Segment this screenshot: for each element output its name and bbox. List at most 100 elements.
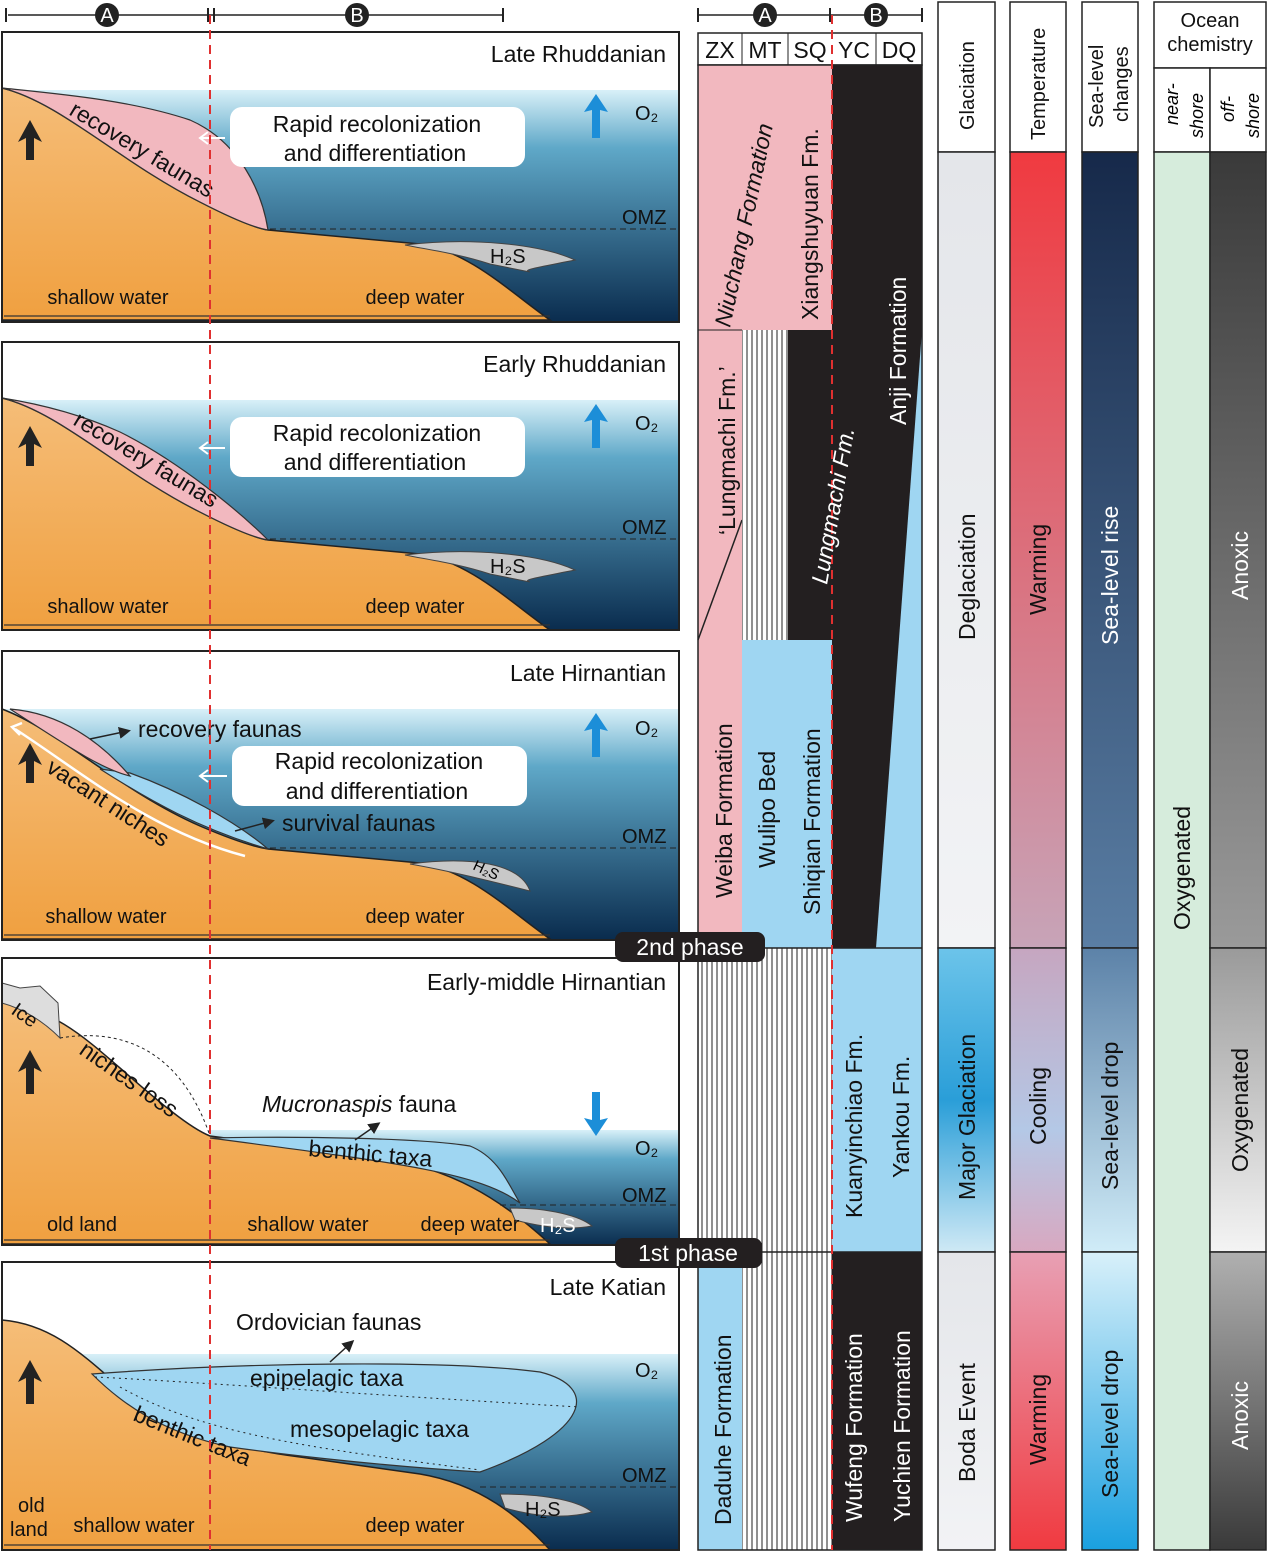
shallow-water-label: shallow water xyxy=(73,1515,195,1537)
ocean-header-2: chemistry xyxy=(1167,34,1253,56)
mucronaspis-suffix: fauna xyxy=(392,1091,456,1117)
uplift-arrow-icon xyxy=(18,743,42,783)
panel-title: Late Katian xyxy=(550,1274,666,1300)
ocean-header-1: Ocean xyxy=(1181,10,1240,32)
warming-upper-label: Warming xyxy=(1025,524,1051,615)
phase-1-badge: 1st phase xyxy=(615,1238,762,1268)
yuchien-formation: Yuchien Formation xyxy=(889,1330,915,1522)
cooling-label: Cooling xyxy=(1025,1067,1051,1145)
land-label: land xyxy=(10,1519,48,1541)
sea-level-header-1: Sea-level xyxy=(1086,45,1108,128)
sea-level-column: Sea-level changes Sea-level rise Sea-lev… xyxy=(1081,1,1139,1551)
callout-line-1: Rapid recolonization xyxy=(273,111,481,137)
callout-line-2: and differentiation xyxy=(284,449,466,475)
panel-title: Early-middle Hirnantian xyxy=(427,969,666,995)
shallow-water-label: shallow water xyxy=(47,287,169,309)
deep-water-label: deep water xyxy=(366,906,465,928)
glaciation-column: Glaciation Deglaciation Major Glaciation… xyxy=(937,1,996,1551)
panel-late-rhuddanian: OMZ O₂ Late Rhuddanian Rapid recolonizat… xyxy=(1,31,680,323)
survival-faunas-label: survival faunas xyxy=(282,810,435,836)
shiqian-formation: Shiqian Formation xyxy=(799,728,825,915)
mucronaspis-genus: Mucronaspis xyxy=(262,1091,393,1117)
o2-label: O₂ xyxy=(635,413,658,435)
omz-label: OMZ xyxy=(622,1465,666,1487)
phase-2-label: 2nd phase xyxy=(636,934,743,960)
deep-water-label: deep water xyxy=(366,596,465,618)
ordovician-faunas-label: Ordovician faunas xyxy=(236,1309,421,1335)
off-shore-header-1: off- xyxy=(1218,96,1238,122)
major-glaciation-label: Major Glaciation xyxy=(954,1034,980,1200)
uplift-arrow-icon xyxy=(18,426,42,466)
omz-label: OMZ xyxy=(622,1185,666,1207)
shallow-water-label: shallow water xyxy=(47,596,169,618)
callout-line-1: Rapid recolonization xyxy=(273,420,481,446)
stratigraphic-column: A B ZX MT SQ YC DQ Niuchang Formation Xi… xyxy=(697,3,923,1551)
header-dq: DQ xyxy=(882,37,917,63)
panel-early-middle-hirnantian: OMZ O₂ Early-middle Hirnantian Ice niche… xyxy=(1,957,680,1246)
strat-scale-a: A xyxy=(758,5,772,27)
header-yc: YC xyxy=(838,37,870,63)
o2-label: O₂ xyxy=(635,718,658,740)
old-land-label: old land xyxy=(47,1214,117,1236)
daduhe-formation: Daduhe Formation xyxy=(710,1335,736,1526)
temperature-column: Temperature Warming Cooling Warming xyxy=(1009,1,1067,1551)
boda-event-label: Boda Event xyxy=(954,1362,980,1482)
scale-b-label: B xyxy=(350,5,363,27)
wulipo-bed: Wulipo Bed xyxy=(754,751,780,868)
deep-water-label: deep water xyxy=(366,287,465,309)
callout-line-1: Rapid recolonization xyxy=(275,748,483,774)
panel-title: Late Rhuddanian xyxy=(491,41,666,67)
h2s-label: H₂S xyxy=(490,246,526,268)
shallow-water-label: shallow water xyxy=(247,1214,369,1236)
panel-title: Early Rhuddanian xyxy=(483,351,666,377)
panel-late-hirnantian: OMZ O₂ Late Hirnantian recovery faunas R… xyxy=(1,650,680,941)
o2-label: O₂ xyxy=(635,1360,658,1382)
epipelagic-taxa-label: epipelagic taxa xyxy=(250,1365,404,1391)
omz-label: OMZ xyxy=(622,826,666,848)
left-arrow-icon xyxy=(198,131,225,145)
left-arrow-icon xyxy=(198,769,227,783)
off-shore-oxygenated-label: Oxygenated xyxy=(1227,1048,1253,1172)
sea-level-rise-label: Sea-level rise xyxy=(1097,506,1123,645)
off-shore-anoxic-upper-label: Anoxic xyxy=(1227,531,1253,600)
header-mt: MT xyxy=(748,37,781,63)
scale-a-label: A xyxy=(100,5,114,27)
up-arrow-icon xyxy=(584,404,608,448)
recovery-faunas-label: recovery faunas xyxy=(138,716,302,742)
panel-early-rhuddanian: OMZ O₂ Early Rhuddanian Rapid recoloniza… xyxy=(1,341,680,631)
shallow-water-label: shallow water xyxy=(45,906,167,928)
warming-lower-label: Warming xyxy=(1025,1374,1051,1465)
sea-level-drop-lower-label: Sea-level drop xyxy=(1097,1350,1123,1498)
mesopelagic-taxa-label: mesopelagic taxa xyxy=(290,1416,469,1442)
scale-bar-left: A B xyxy=(5,3,504,27)
glaciation-header: Glaciation xyxy=(957,41,979,130)
left-arrow-icon xyxy=(198,441,225,455)
off-shore-anoxic-lower-label: Anoxic xyxy=(1227,1381,1253,1450)
phase-2-badge: 2nd phase xyxy=(615,932,765,962)
h2s-label: H₂S xyxy=(540,1215,576,1237)
old-label: old xyxy=(18,1495,45,1517)
omz-label: OMZ xyxy=(622,207,666,229)
weiba-formation: Weiba Formation xyxy=(711,723,737,898)
up-arrow-icon xyxy=(584,713,608,757)
panel-title: Late Hirnantian xyxy=(510,660,666,686)
o2-label: O₂ xyxy=(635,1138,658,1160)
h2s-label: H₂S xyxy=(525,1499,561,1521)
xiangshuyuan-formation: Xiangshuyuan Fm. xyxy=(797,128,823,320)
near-shore-header-2: shore xyxy=(1187,93,1207,138)
deep-water-label: deep water xyxy=(366,1515,465,1537)
kuanyinchiao-formation: Kuanyinchiao Fm. xyxy=(841,1034,867,1218)
up-arrow-icon xyxy=(584,94,608,138)
h2s-label: H₂S xyxy=(490,556,526,578)
header-sq: SQ xyxy=(793,37,826,63)
temperature-header: Temperature xyxy=(1028,28,1050,140)
near-shore-oxygenated-label: Oxygenated xyxy=(1169,806,1195,930)
phase-1-label: 1st phase xyxy=(638,1240,738,1266)
lungmachi-quoted-formation: ‘Lungmachi Fm.’ xyxy=(714,366,740,535)
callout-line-2: and differentiation xyxy=(284,140,466,166)
deep-water-label: deep water xyxy=(421,1214,520,1236)
wufeng-formation: Wufeng Formation xyxy=(841,1333,867,1522)
near-shore-header-1: near- xyxy=(1162,83,1182,125)
ocean-chemistry-column: Ocean chemistry near- shore off- shore O… xyxy=(1153,1,1267,1551)
